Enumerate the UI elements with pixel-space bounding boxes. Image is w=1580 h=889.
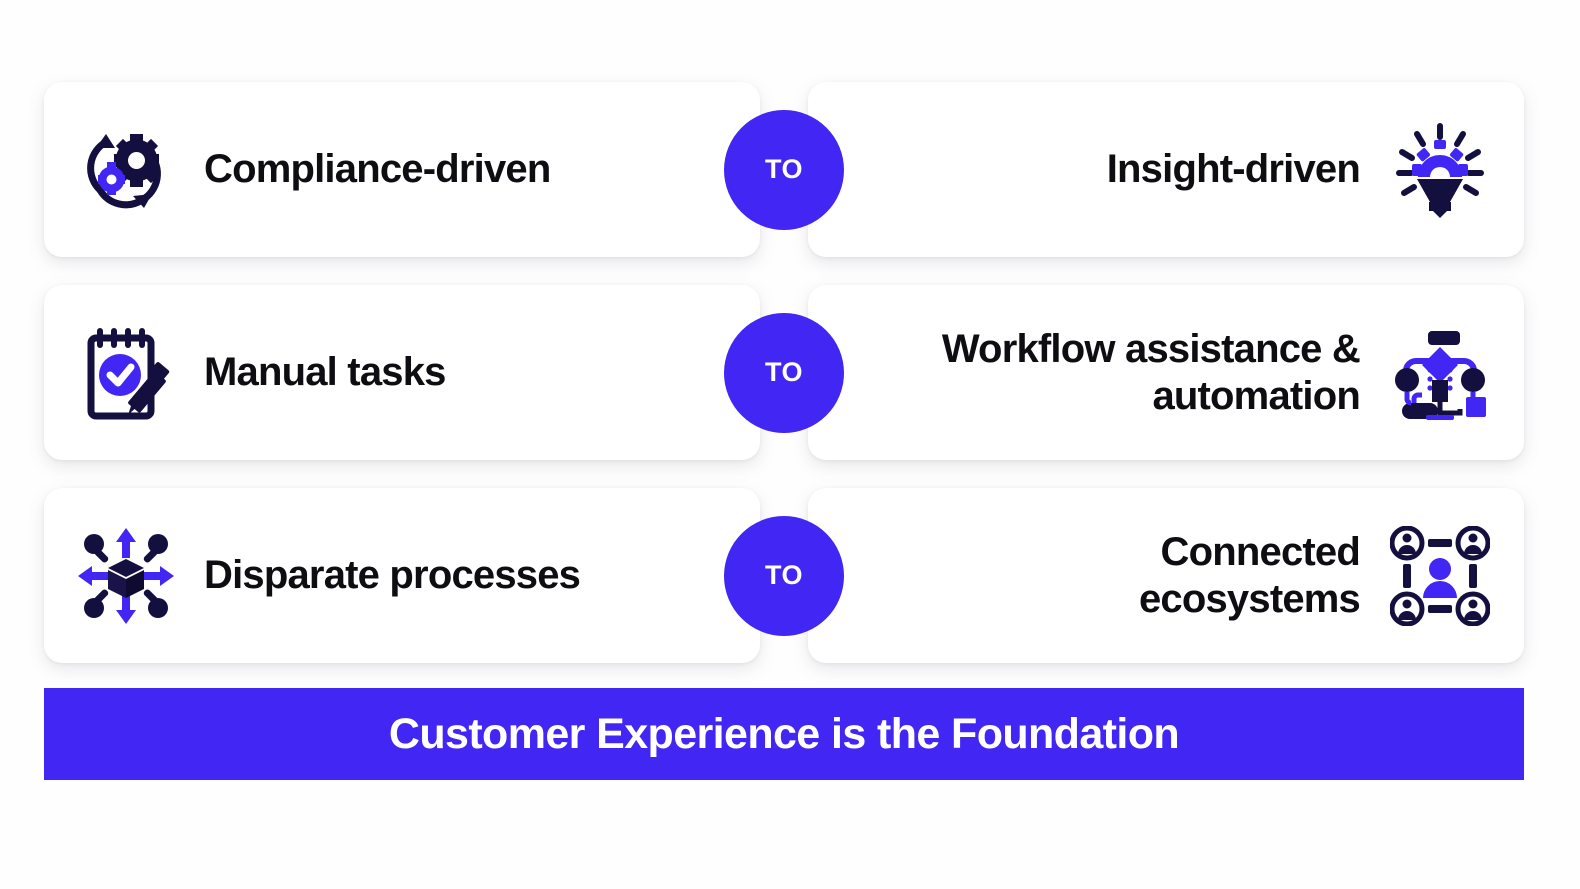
to-state-label-line1: Connected (1160, 529, 1361, 574)
to-connector-badge[interactable]: TO (724, 515, 844, 636)
to-state-card[interactable]: Insight-driven (808, 82, 1524, 257)
to-state-card[interactable]: Connected ecosystems (808, 488, 1524, 663)
to-connector-badge[interactable]: TO (724, 312, 844, 433)
foundation-banner: Customer Experience is the Foundation (44, 688, 1524, 780)
from-state-card[interactable]: Manual tasks (44, 285, 760, 460)
transformation-row: Compliance-driven TO Insight-driven (44, 82, 1524, 257)
to-state-label: Workflow assistance & automation (941, 326, 1361, 420)
foundation-banner-text: Customer Experience is the Foundation (388, 709, 1180, 758)
from-state-label: Manual tasks (204, 350, 446, 395)
from-state-label: Compliance-driven (204, 147, 551, 192)
from-state-label: Disparate processes (204, 553, 581, 598)
to-connector-label: TO (764, 357, 803, 387)
transformation-rows: Compliance-driven TO Insight-driven (44, 82, 1524, 691)
from-state-card[interactable]: Disparate processes (44, 488, 760, 663)
to-state-card[interactable]: Workflow assistance & automation (808, 285, 1524, 460)
to-state-label: Connected ecosystems (1138, 529, 1361, 623)
to-connector-badge[interactable]: TO (724, 109, 844, 230)
transformation-row: Manual tasks TO Workflow assistance & au… (44, 285, 1524, 460)
to-state-label-line2: ecosystems (1138, 576, 1361, 621)
to-state-label-line1: Workflow assistance & (941, 326, 1361, 371)
workflow-flowchart-automation-icon (1390, 323, 1490, 423)
to-connector-label: TO (764, 154, 803, 184)
to-state-label-line2: automation (1152, 373, 1360, 418)
notepad-checklist-pencil-icon (76, 323, 176, 423)
from-state-card[interactable]: Compliance-driven (44, 82, 760, 257)
to-connector-label: TO (764, 560, 803, 590)
gears-refresh-cycle-icon (76, 120, 176, 220)
connected-people-network-icon (1390, 525, 1490, 626)
to-state-label: Insight-driven (1106, 147, 1361, 192)
lightbulb-gear-idea-icon (1390, 120, 1490, 220)
scattered-nodes-cube-arrows-icon (76, 526, 176, 626)
transformation-row: Disparate processes TO Connected ecosyst… (44, 488, 1524, 663)
